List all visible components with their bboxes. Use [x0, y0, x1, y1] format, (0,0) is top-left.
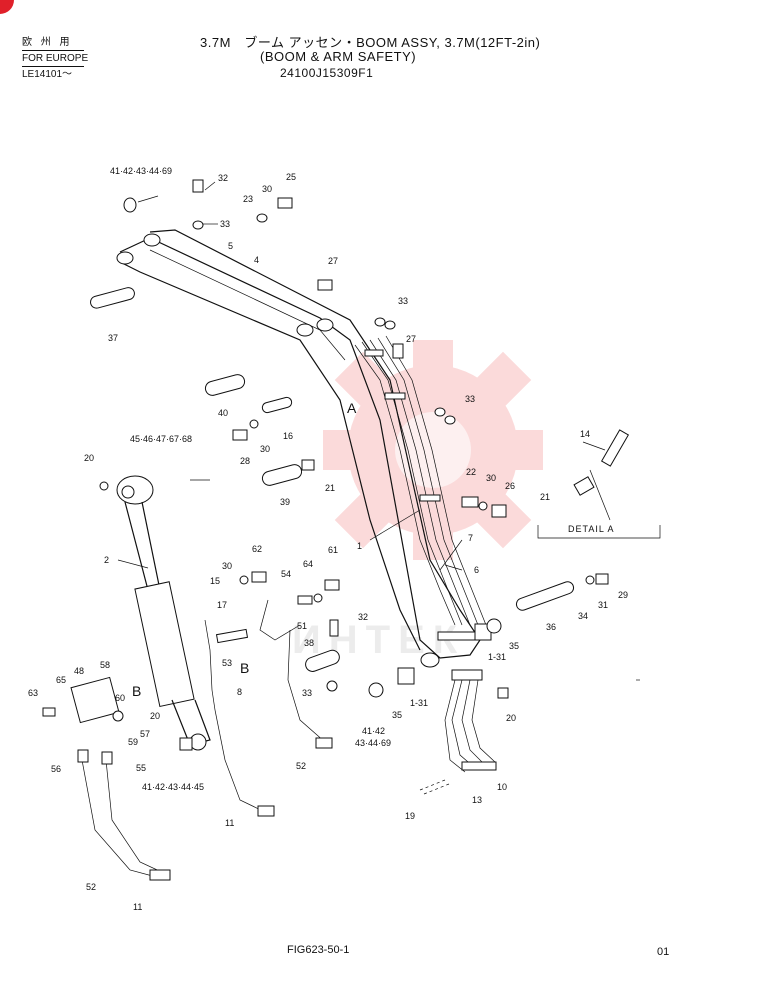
callout-label: A [347, 400, 357, 416]
callout-label: 64 [303, 559, 314, 569]
callout-label: 36 [546, 622, 557, 632]
callout-label: 32 [218, 173, 229, 183]
callout-label: 8 [237, 687, 243, 697]
region-divider [22, 50, 84, 51]
callout-label: 58 [100, 660, 111, 670]
callout-label: 26 [505, 481, 516, 491]
callout-label: 27 [406, 334, 417, 344]
pins-and-fasteners [90, 179, 609, 699]
callout-label: 35 [392, 710, 403, 720]
callout-label: 41·42·43·44·69 [110, 166, 173, 176]
callout-label: 28 [240, 456, 251, 466]
callout-label: 33 [465, 394, 476, 404]
callout-label: 33 [398, 296, 409, 306]
callout-label: 57 [140, 729, 151, 739]
leader-lines [117, 181, 640, 681]
callout-label: 32 [358, 612, 369, 622]
lower-right-hoses [444, 669, 497, 773]
page-subtitle: (BOOM & ARM SAFETY) [260, 49, 417, 64]
callout-label: 27 [328, 256, 339, 266]
callout-label: 22 [466, 467, 477, 477]
callout-label: 54 [281, 569, 292, 579]
callout-label: 10 [497, 782, 508, 792]
callout-label: 30 [486, 473, 497, 483]
callout-label: 34 [578, 611, 589, 621]
callout-label: 11 [133, 902, 143, 912]
callout-label: 52 [86, 882, 97, 892]
callout-label: 2 [104, 555, 110, 565]
region-divider [22, 66, 84, 67]
page-number: 01 [657, 946, 670, 958]
dash-marks [419, 779, 450, 795]
callout-label: 19 [405, 811, 416, 821]
boom-cylinder [116, 475, 211, 751]
callout-label: 30 [260, 444, 271, 454]
callout-label: 37 [108, 333, 119, 343]
callout-label: 20 [84, 453, 95, 463]
callout-label: 33 [220, 219, 231, 229]
figure-number: FIG623-50-1 [287, 944, 350, 956]
callout-label: 61 [328, 545, 339, 555]
detail-a [537, 429, 661, 539]
callout-label: 15 [210, 576, 221, 586]
boom-body [116, 229, 481, 668]
callout-label: 48 [74, 666, 85, 676]
callout-label: 1 [357, 541, 363, 551]
callout-label: 55 [136, 763, 147, 773]
callout-label: 29 [618, 590, 629, 600]
callout-label: 25 [286, 172, 297, 182]
callout-label: 20 [506, 713, 517, 723]
callout-label: 38 [304, 638, 315, 648]
callout-label: B [240, 660, 250, 676]
lower-left-hoses [42, 599, 333, 881]
region-label: FOR EUROPE [22, 53, 89, 64]
callout-label: 45·46·47·67·68 [130, 434, 193, 444]
callout-label: 30 [222, 561, 233, 571]
callout-label: 63 [28, 688, 39, 698]
callout-label: 43·44·69 [355, 738, 392, 748]
callout-label: 56 [51, 764, 62, 774]
page-title: 3.7M ブーム アッセン・BOOM ASSY, 3.7M(12FT-2in) [200, 35, 541, 50]
callout-label: 30 [262, 184, 273, 194]
callout-label: 17 [217, 600, 228, 610]
callout-label: 4 [254, 255, 260, 265]
callout-label: 33 [302, 688, 313, 698]
callout-label: 53 [222, 658, 233, 668]
region-jp-label: 欧 州 用 [22, 37, 73, 48]
part-code: 24100J15309F1 [280, 66, 374, 80]
boom-hydraulic-lines [354, 335, 487, 641]
callout-label: 51 [297, 621, 308, 631]
callout-label: 40 [218, 408, 229, 418]
callout-label: 6 [474, 565, 480, 575]
serial-label: LE14101～ [22, 69, 73, 80]
title-block: 3.7M ブーム アッセン・BOOM ASSY, 3.7M(12FT-2in) … [200, 35, 541, 81]
callout-label: 1-31 [410, 698, 429, 708]
callout-label: 11 [225, 818, 235, 828]
callout-label: 5 [228, 241, 234, 251]
callout-label: 35 [509, 641, 520, 651]
callout-label: 21 [325, 483, 336, 493]
callout-label: 52 [296, 761, 307, 771]
region-block: 欧 州 用 FOR EUROPE LE14101～ [22, 36, 88, 81]
detail-label: DETAIL A [568, 524, 615, 534]
callout-label: 41·42·43·44·45 [142, 782, 205, 792]
callout-label: 13 [472, 795, 483, 805]
callout-label: 16 [283, 431, 294, 441]
callout-label: 65 [56, 675, 67, 685]
callout-label: 1-31 [488, 652, 507, 662]
callout-label: 31 [598, 600, 609, 610]
callout-label: 59 [128, 737, 139, 747]
callout-label: 7 [468, 533, 474, 543]
callout-label: 23 [243, 194, 254, 204]
callout-label: 39 [280, 497, 291, 507]
callout-label: 60 [115, 693, 126, 703]
callout-label: 14 [580, 429, 591, 439]
callout-label: 62 [252, 544, 263, 554]
callout-label: 41·42 [362, 726, 386, 736]
callout-label: 20 [150, 711, 161, 721]
callout-label: B [132, 683, 142, 699]
callout-label: 21 [540, 492, 551, 502]
